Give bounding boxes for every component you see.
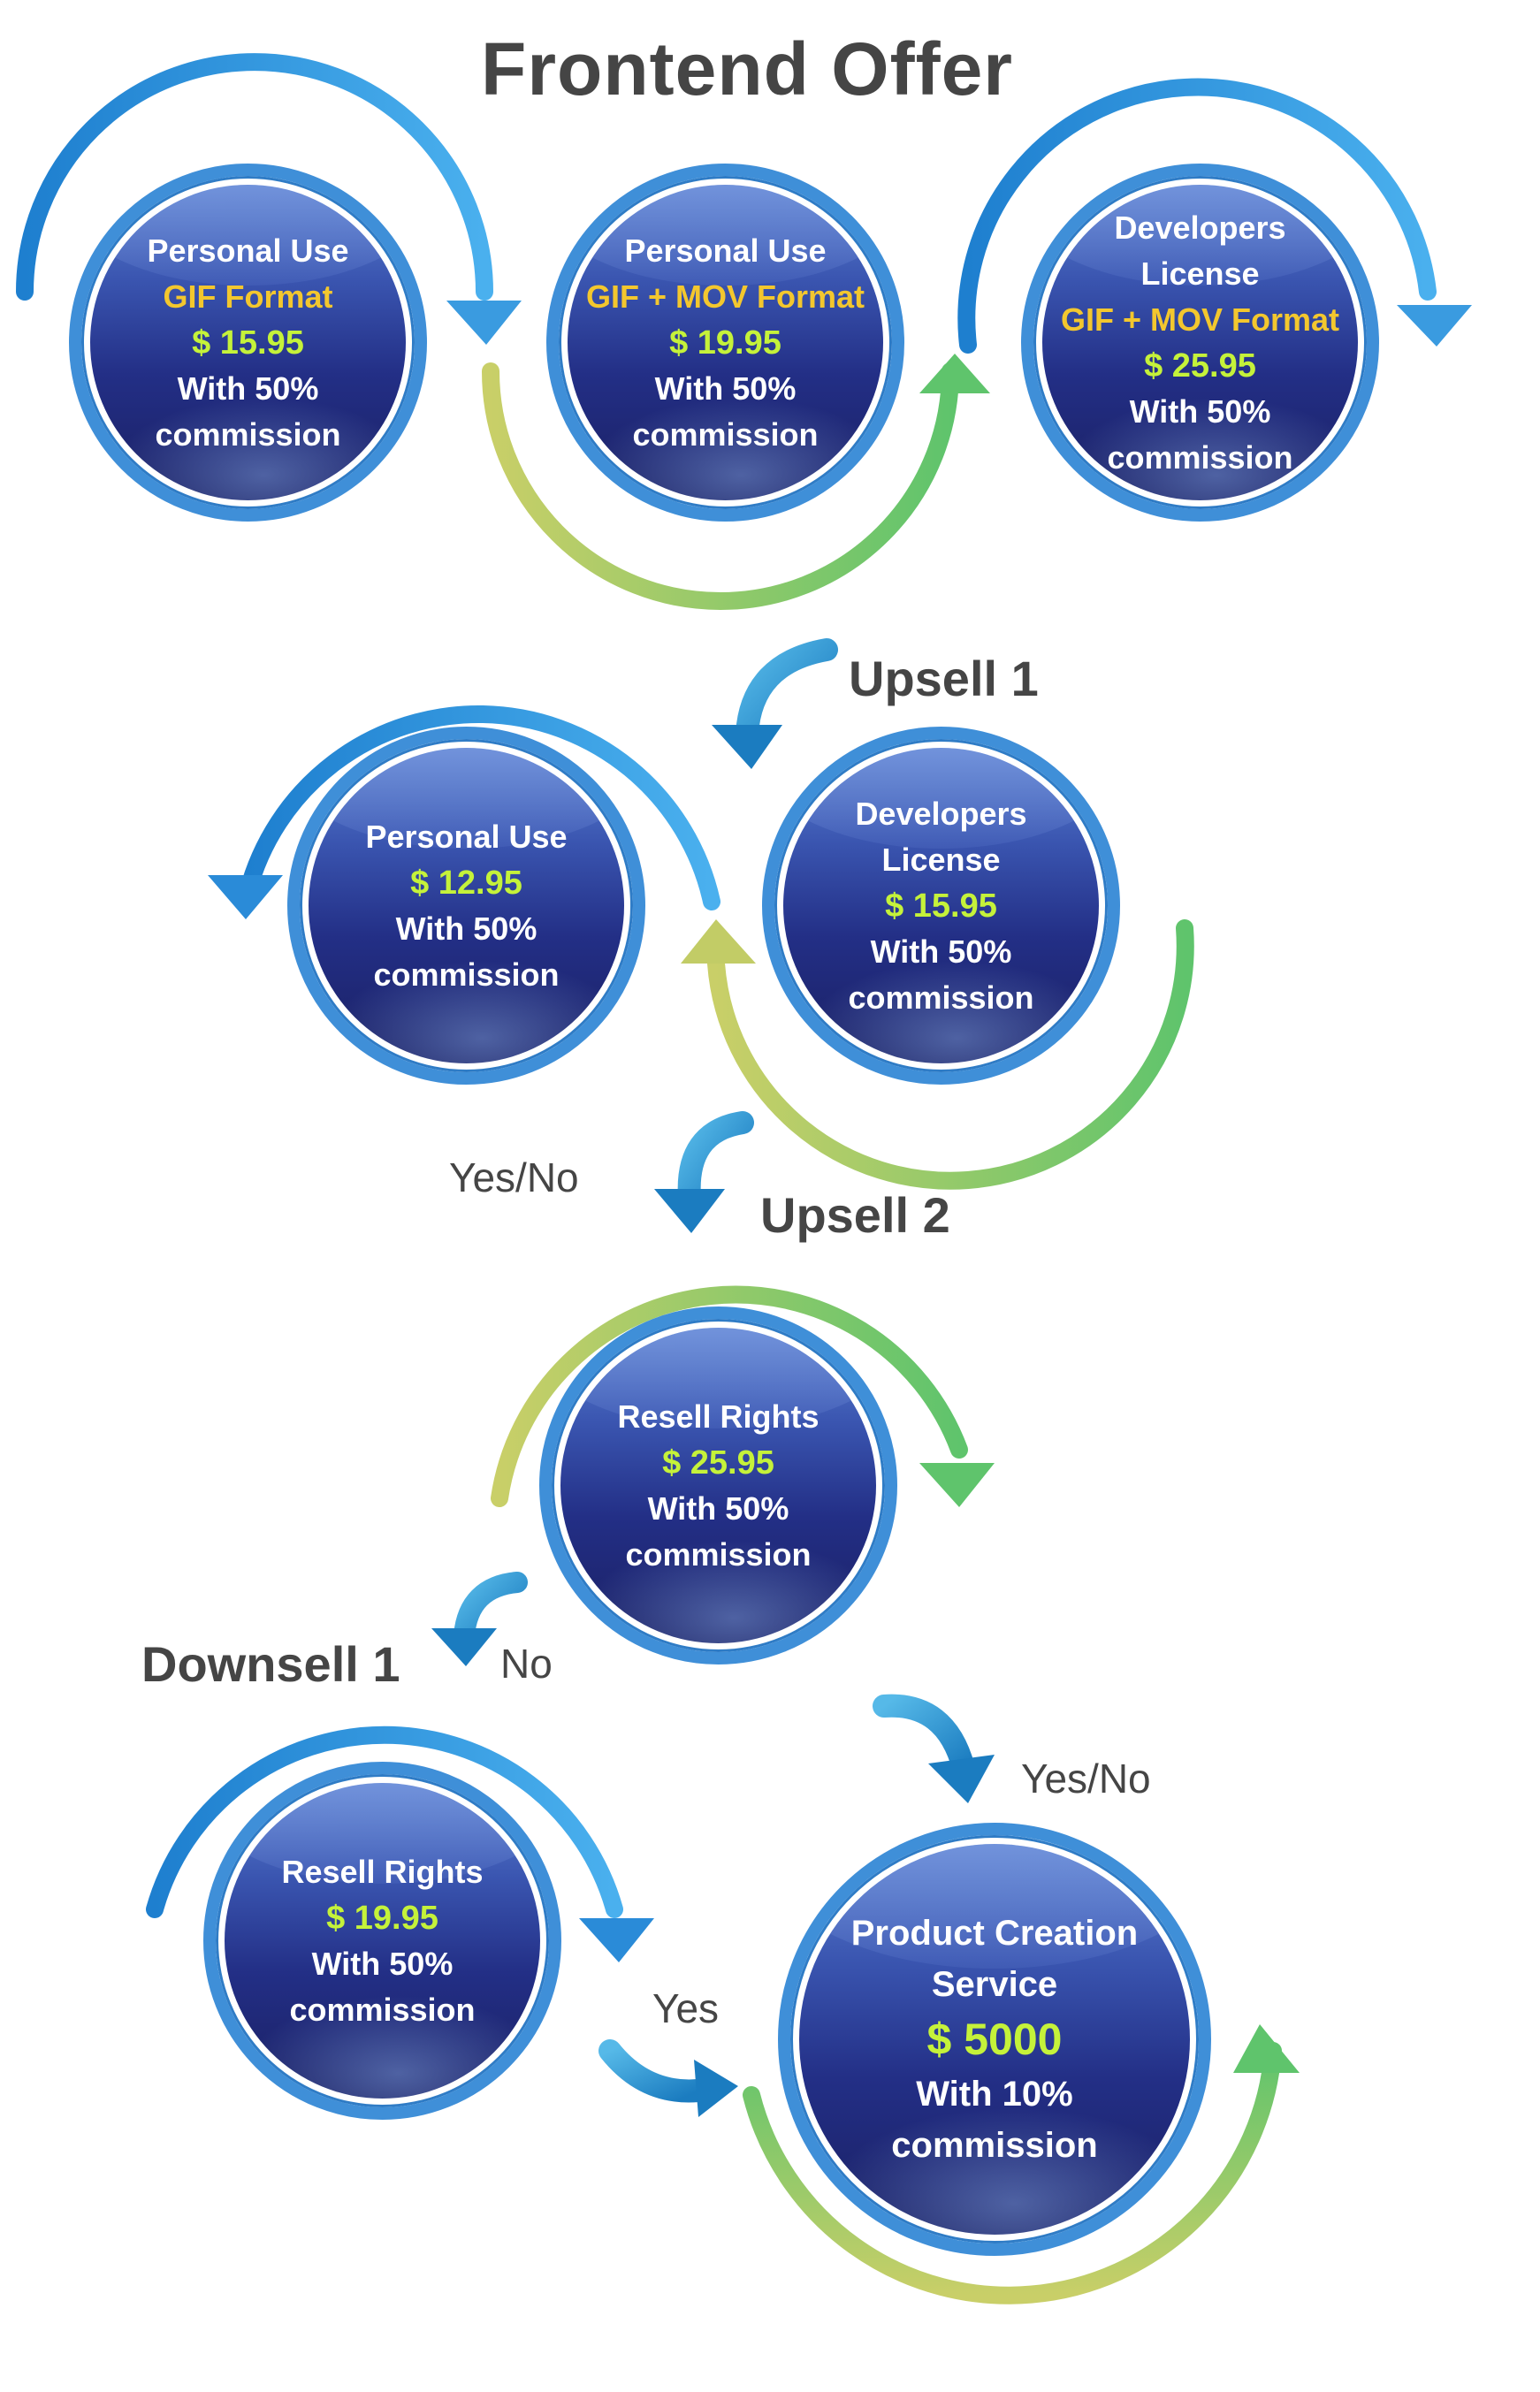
node-text-line: With 50%	[870, 933, 1012, 970]
upsell1-heading: Upsell 1	[849, 651, 1039, 706]
node-text-line: $ 25.95	[1144, 347, 1256, 385]
page-title: Frontend Offer	[481, 27, 1013, 110]
node-text-line: Personal Use	[147, 232, 349, 269]
yes-no-label-1: Yes/No	[449, 1154, 579, 1200]
node-text-line: With 50%	[177, 369, 319, 407]
arrow-upsell1-left	[208, 705, 720, 919]
yes-no-label-2: Yes/No	[1021, 1756, 1151, 1802]
arrow-yes-to-pcs	[598, 2039, 738, 2117]
node-text-line: $ 19.95	[669, 324, 781, 362]
yes-label: Yes	[652, 1985, 720, 2031]
arrow-pcs	[743, 2024, 1300, 2304]
node-text-line: Personal Use	[365, 818, 568, 855]
node-text-line: With 50%	[654, 369, 797, 407]
node-text-line: GIF Format	[163, 278, 333, 315]
node-text-line: $ 25.95	[662, 1444, 774, 1482]
arrow-downsell1	[146, 1725, 654, 1962]
arrow-upsell2	[491, 1285, 995, 1507]
node-text-line: $ 15.95	[192, 324, 304, 362]
node-text-line: $ 5000	[926, 2015, 1063, 2064]
node-text-line: GIF + MOV Format	[1060, 301, 1340, 338]
node-text-line: Resell Rights	[281, 1853, 484, 1890]
arrow-into-upsell2	[654, 1111, 754, 1233]
node-text-line: Personal Use	[624, 232, 827, 269]
node-text-line: Resell Rights	[617, 1398, 820, 1435]
node-text-line: With 50%	[395, 910, 537, 947]
node-text-line: $ 19.95	[326, 1899, 438, 1937]
node-text-line: Service	[931, 1965, 1058, 2004]
arrow-into-downsell1	[431, 1572, 528, 1666]
node-text-line: commission	[625, 1535, 812, 1573]
node-text-line: commission	[848, 979, 1034, 1016]
arrow-upsell1-right	[681, 919, 1194, 1190]
node-text-line: $ 15.95	[885, 887, 997, 925]
arrow-into-upsell1	[712, 638, 838, 769]
arrow-frontend-3	[957, 78, 1472, 354]
upsell2-heading: Upsell 2	[760, 1187, 950, 1243]
arrow-frontend-2	[482, 354, 990, 610]
node-text-line: commission	[289, 1991, 476, 2028]
downsell1-heading: Downsell 1	[141, 1636, 400, 1692]
node-text-line: With 50%	[311, 1945, 454, 1982]
node-text-line: License	[881, 841, 1001, 878]
arrow-frontend-1	[16, 53, 522, 345]
node-text-line: With 50%	[1129, 392, 1271, 430]
node-text-line: $ 12.95	[410, 864, 522, 902]
node-text-line: commission	[1107, 438, 1293, 476]
node-text-line: commission	[891, 2126, 1098, 2165]
node-text-line: Product Creation	[850, 1914, 1139, 1953]
no-label: No	[500, 1641, 553, 1687]
node-text-line: Developers	[1114, 209, 1286, 246]
node-text-line: commission	[632, 415, 819, 453]
node-text-line: Developers	[855, 795, 1027, 832]
node-text-line: commission	[373, 956, 560, 993]
node-text-line: commission	[155, 415, 341, 453]
node-text-line: With 10%	[916, 2075, 1073, 2114]
node-text-line: License	[1140, 255, 1260, 292]
arrow-yes-no-to-pcs	[873, 1694, 995, 1803]
node-text-line: GIF + MOV Format	[585, 278, 865, 315]
node-text-line: With 50%	[647, 1489, 789, 1527]
